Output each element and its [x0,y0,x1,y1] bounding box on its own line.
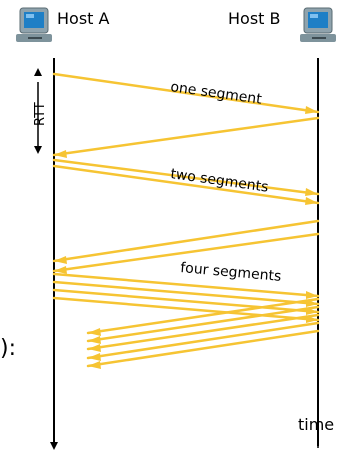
rtt-top-arrowhead [34,68,42,76]
arrowhead [306,299,318,307]
arrowhead [88,361,101,369]
arrow-four-ack-1 [86,297,320,335]
arrowhead [306,307,318,315]
host-b-label: Host B [228,9,281,28]
arrow-two-seg-2 [52,164,320,205]
label-four-segments: four segments [180,260,282,285]
rtt-label: RTT [33,102,48,126]
label-two-segments: two segments [169,166,269,196]
arrow-one-segment-data [52,72,320,114]
arrowhead [88,353,101,361]
cut-off-text: ): [0,336,16,361]
arrow-four-ack-4 [86,321,320,360]
host-b-computer-icon [300,7,336,42]
arrowhead [54,256,67,264]
arrowhead [305,106,318,114]
arrowhead [88,336,101,344]
arrow-four-ack-2 [86,305,320,343]
time-label: time [298,415,334,434]
arrowhead [305,197,318,205]
arrowhead [88,344,101,352]
arrowhead [306,315,318,323]
host-a-computer-icon [16,7,52,42]
label-one-segment: one segment [169,79,263,108]
host-a-label: Host A [57,9,110,28]
arrowhead [54,266,67,274]
arrow-four-seg-3 [52,288,320,314]
arrowhead [305,188,318,196]
arrowhead [54,150,67,158]
rtt-bottom-arrowhead [34,146,42,154]
arrow-one-segment-ack [52,116,320,157]
segment-arrowheads [54,106,318,369]
arrow-two-seg-1 [52,158,320,196]
arrow-four-ack-3 [86,313,320,351]
arrow-four-seg-4 [52,296,320,322]
arrow-four-ack-5 [86,329,320,368]
arrow-four-seg-2 [52,280,320,306]
segment-arrows [52,72,320,368]
arrowhead [88,328,101,336]
arrow-two-ack-2 [52,232,320,273]
arrow-two-ack-1 [52,219,320,263]
arrow-four-seg-1 [52,272,320,298]
arrowhead [306,291,318,299]
